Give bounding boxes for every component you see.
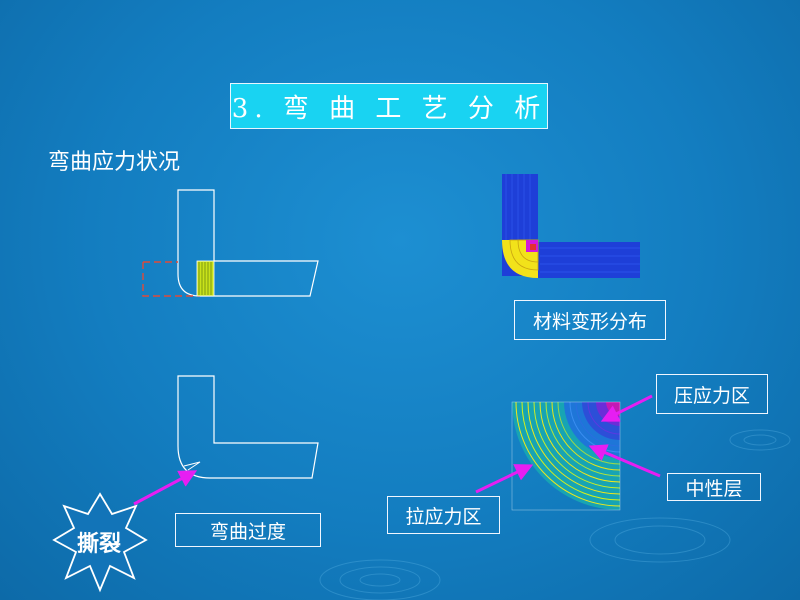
neutral-layer-label: 中性层 [667, 473, 761, 501]
material-distribution-label: 材料变形分布 [514, 300, 666, 340]
page-title: 3. 弯 曲 工 艺 分 析 [230, 83, 548, 129]
bending-transition-label: 弯曲过度 [175, 513, 321, 547]
tear-label: 撕裂 [76, 532, 121, 557]
material-deformation-diagram [502, 174, 640, 278]
compression-zone-label: 压应力区 [656, 374, 768, 414]
bend-transition-diagram [177, 375, 319, 479]
annotation-arrows [133, 394, 661, 506]
ripple-decoration [319, 429, 791, 600]
tear-starburst-icon [52, 492, 148, 593]
section-subtitle: 弯曲应力状况 [48, 150, 181, 175]
bend-stress-diagram [142, 189, 319, 297]
tension-zone-label: 拉应力区 [387, 496, 500, 534]
